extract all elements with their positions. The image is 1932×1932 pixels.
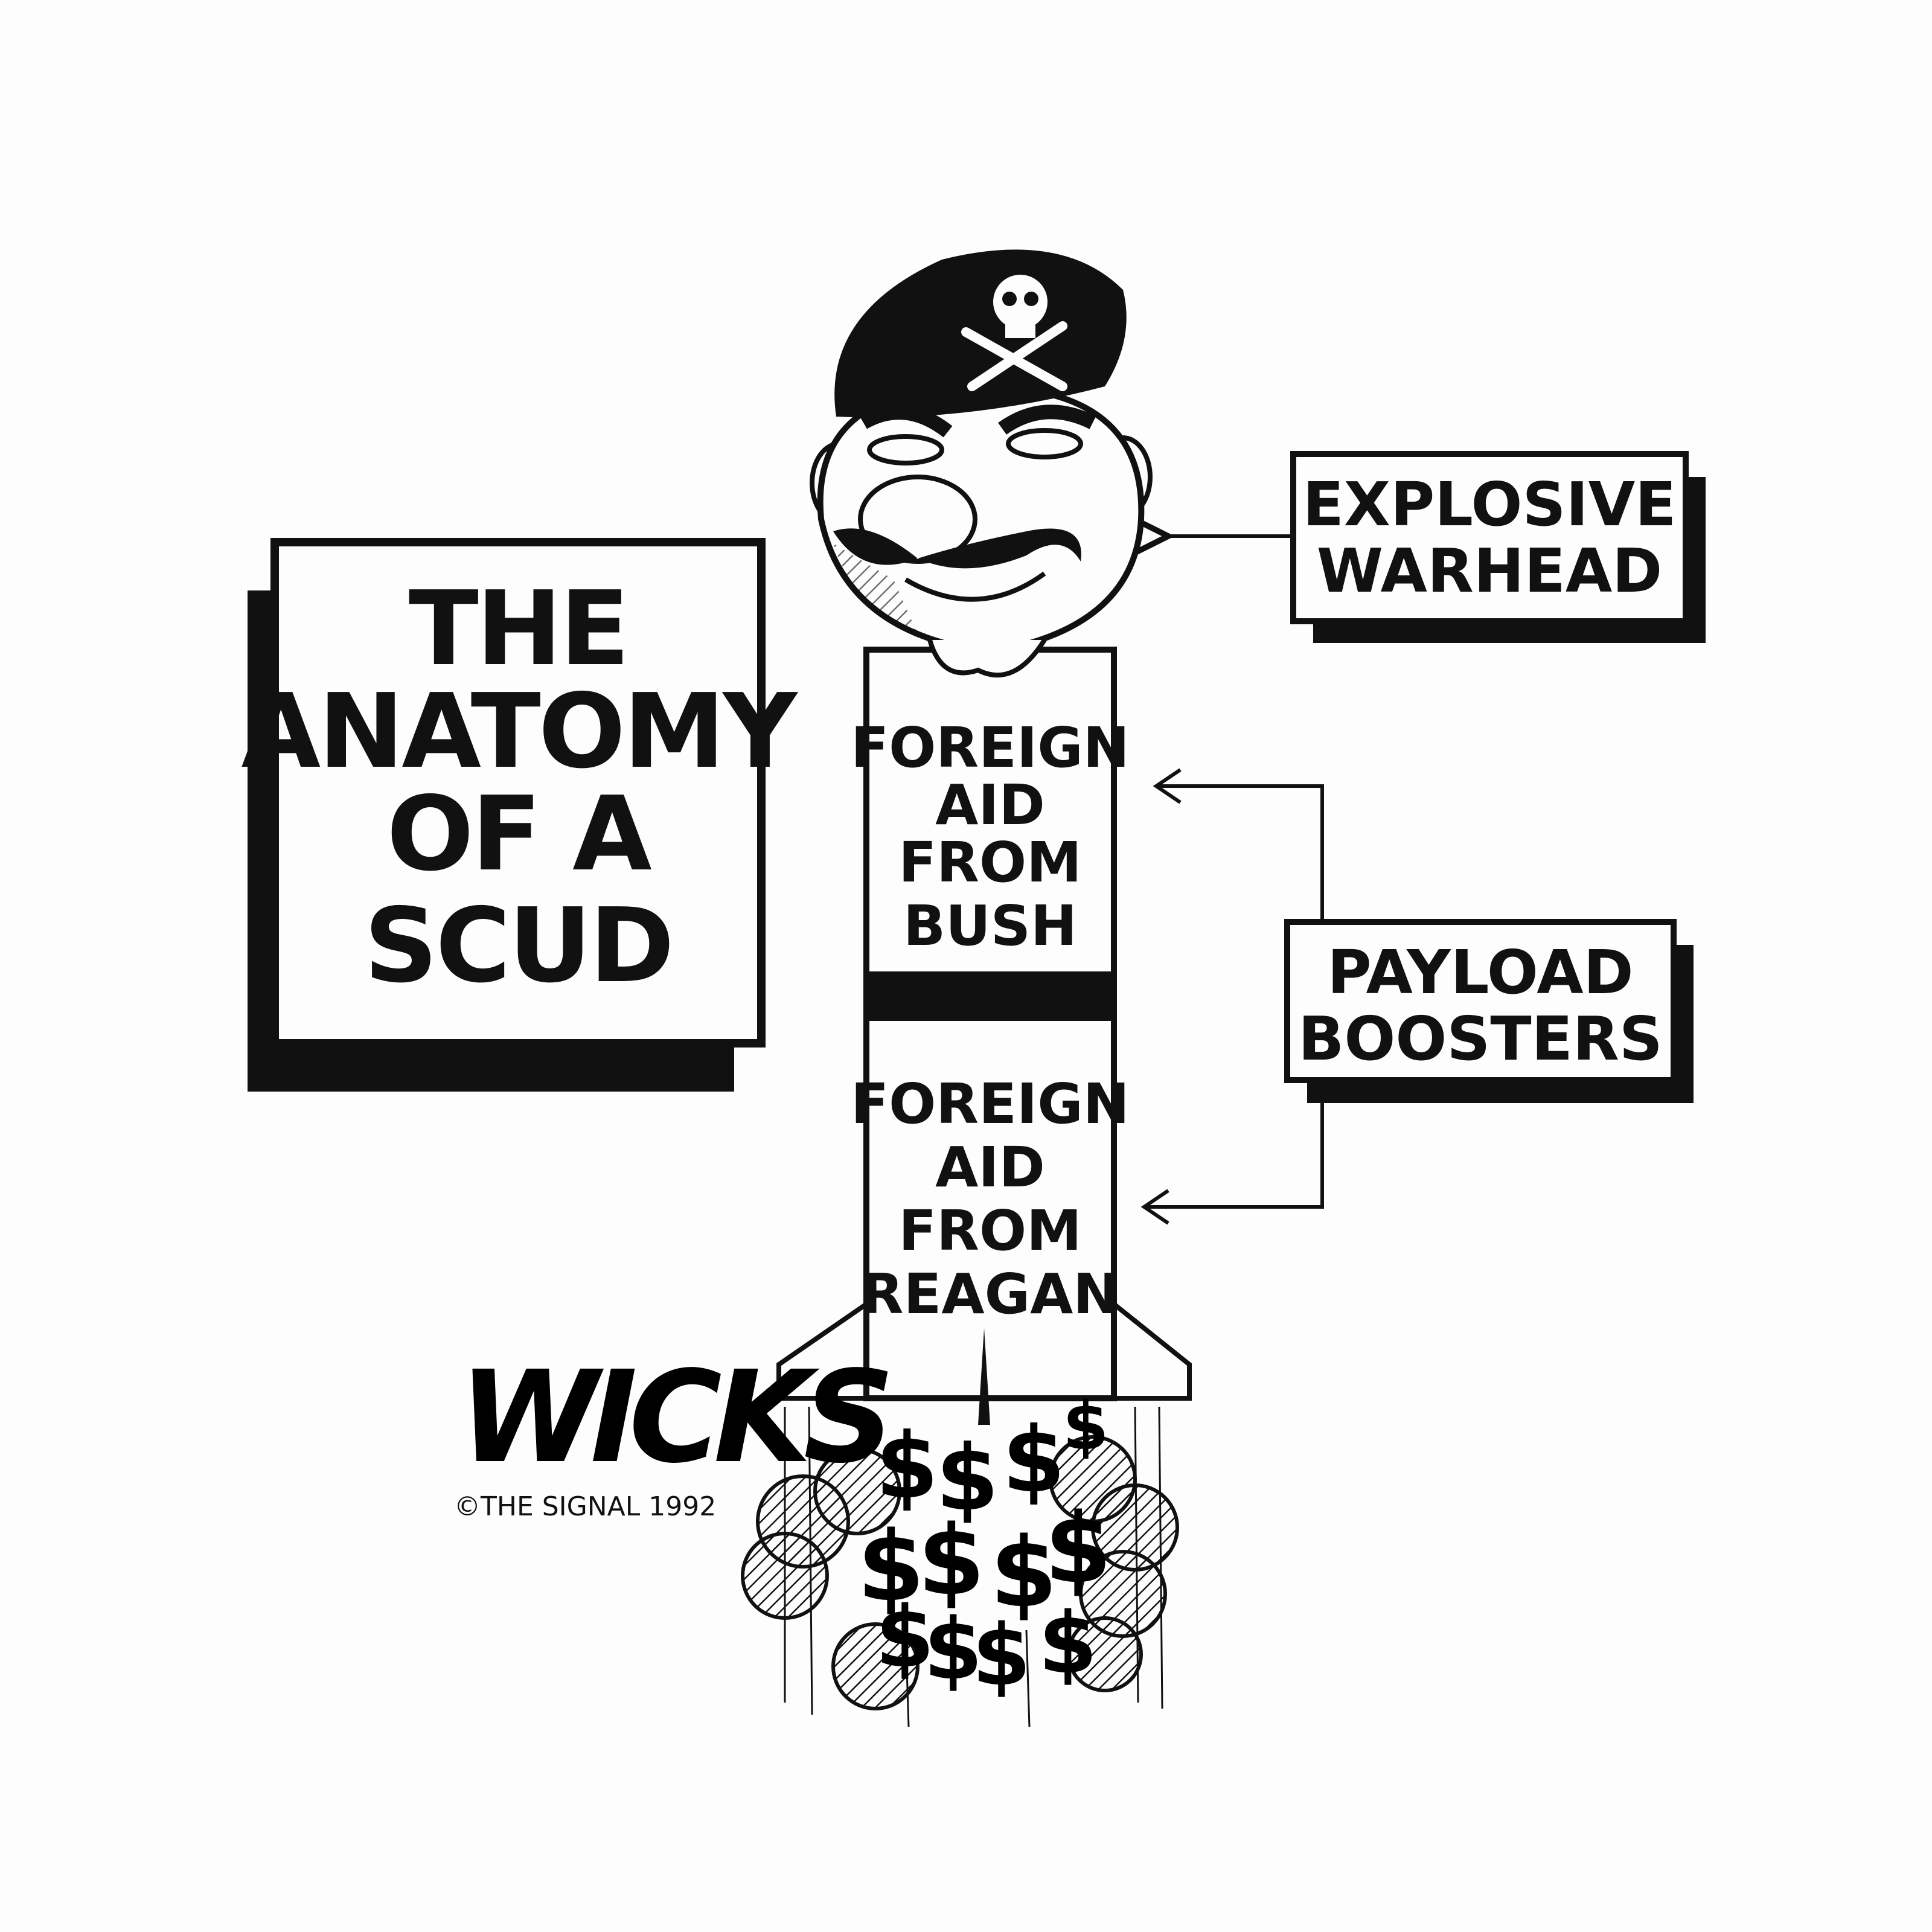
stage-separator — [866, 971, 1114, 1021]
grin — [904, 571, 1046, 602]
mustache — [833, 528, 1081, 569]
copyright-line: ©THE SIGNAL 1992 — [454, 1491, 716, 1522]
title-line: SCUD — [364, 886, 672, 1006]
lower-stage-line: FOREIGN — [851, 1072, 1129, 1136]
title-line: OF A — [386, 775, 651, 894]
warhead-label-box: EXPLOSIVE WARHEAD — [1168, 451, 1706, 643]
dollar-sign: $ — [936, 1426, 999, 1531]
dollar-sign: $ — [1002, 1408, 1065, 1513]
chin — [927, 638, 1047, 678]
arrow-head-icon — [1153, 768, 1182, 804]
dollar-sign: $ — [990, 1516, 1057, 1629]
eye-right — [1006, 428, 1083, 459]
artist-signature: WICKS ©THE SIGNAL 1992 — [454, 1343, 897, 1522]
title-line: THE — [409, 569, 627, 689]
rocket-body: FOREIGN AID FROM BUSH FOREIGN AID FROM R… — [851, 647, 1130, 1425]
lower-stage-line: REAGAN — [861, 1262, 1120, 1326]
lower-stage-line: AID — [935, 1135, 1045, 1200]
arrow-head-icon — [1140, 1189, 1169, 1225]
dollar-exhaust: $ $ $ $ $ $ $ $ $ $ $ $ — [857, 1387, 1112, 1705]
boosters-bracket-top — [1159, 784, 1324, 922]
title-line: ANATOMY — [242, 672, 799, 792]
upper-stage-line: FROM — [898, 830, 1081, 895]
beret — [834, 249, 1127, 418]
warhead-label-line: WARHEAD — [1317, 536, 1663, 606]
dollar-sign: $ — [875, 1588, 934, 1687]
dollar-sign: $ — [1038, 1595, 1097, 1693]
boosters-label-box: PAYLOAD BOOSTERS — [1140, 768, 1694, 1225]
upper-stage-line: BUSH — [903, 894, 1077, 958]
missile-nozzle — [978, 1328, 990, 1425]
dollar-sign: $ — [875, 1414, 938, 1519]
signature-name: WICKS — [459, 1343, 888, 1491]
boosters-bracket-bottom — [1147, 1080, 1324, 1209]
boosters-label-line: BOOSTERS — [1298, 1003, 1663, 1074]
upper-stage-line: FOREIGN — [851, 715, 1129, 780]
dollar-sign: $ — [918, 1504, 985, 1617]
boosters-label-line: PAYLOAD — [1327, 937, 1633, 1008]
title-box: THE ANATOMY OF A SCUD — [242, 538, 801, 1092]
skull-and-crossbones-icon — [961, 275, 1067, 391]
dollar-sign: $ — [972, 1607, 1031, 1705]
dollar-sign: $ — [1063, 1387, 1109, 1465]
upper-stage-line: AID — [935, 773, 1045, 837]
dollar-sign: $ — [1044, 1492, 1112, 1605]
warhead-label-line: EXPLOSIVE — [1303, 469, 1677, 540]
exhaust-clouds — [741, 1406, 1179, 1727]
dollar-sign: $ — [924, 1601, 982, 1699]
dollar-sign: $ — [857, 1510, 924, 1623]
eyebrow-right — [998, 405, 1096, 435]
rocket-fin-right — [1112, 1299, 1192, 1401]
warhead-head — [810, 249, 1153, 678]
lower-stage-line: FROM — [898, 1198, 1081, 1263]
eye-left — [867, 434, 944, 465]
